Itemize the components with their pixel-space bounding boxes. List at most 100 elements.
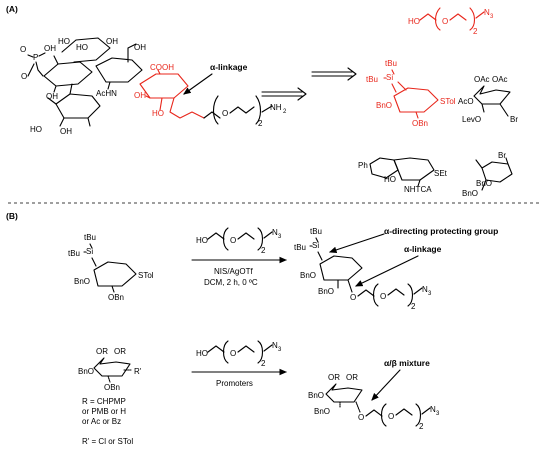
svg-text:BnO: BnO	[318, 287, 334, 296]
svg-text:N: N	[272, 341, 278, 350]
kdo-oh: OH	[134, 91, 146, 100]
rxn1-reagent: HO O 2 N 3	[196, 227, 282, 255]
panel-a-label: (A)	[6, 4, 18, 14]
rxn2-r-def-2: or PMB or H	[82, 407, 126, 416]
svg-text:tBu: tBu	[84, 233, 96, 242]
rxn1-annotation-alpha-arrow	[355, 255, 419, 287]
kdo-cooh: COOH	[150, 63, 174, 72]
svg-text:tBu: tBu	[385, 59, 397, 68]
rxn1-annotation-directing: α-directing protecting group	[384, 226, 498, 236]
rxn2-conditions: Promoters	[216, 379, 253, 388]
rxn2-r-def-3: or Ac or Bz	[82, 417, 121, 426]
svg-text:O: O	[230, 236, 236, 245]
phosphate-oh: OH	[44, 44, 56, 53]
svg-text:O: O	[230, 349, 236, 358]
svg-text:O: O	[358, 413, 364, 422]
rxn2-annotation-mixture-arrow	[371, 369, 401, 401]
svg-text:BnO: BnO	[300, 271, 316, 280]
svg-text:N: N	[484, 8, 490, 17]
panel-b-label: (B)	[6, 211, 18, 221]
svg-text:3: 3	[436, 411, 440, 417]
svg-text:3: 3	[428, 291, 432, 297]
rxn1-conditions-2: DCM, 2 h, 0 ºC	[204, 278, 258, 287]
svg-text:OR: OR	[96, 347, 108, 356]
top-ring-ho: HO	[76, 43, 88, 52]
svg-text:O: O	[380, 292, 386, 301]
linker-nh2: NH	[270, 103, 282, 112]
linker-o: O	[222, 109, 228, 118]
rxn2-rp-def: R' = Cl or STol	[82, 437, 133, 446]
svg-text:Si: Si	[386, 73, 393, 82]
bottom-ring-ho: HO	[30, 125, 42, 134]
rxn1-annotation-directing-arrow	[328, 233, 385, 254]
glucosamine-donor-building-block: Ph SEt HO NHTCA	[358, 157, 448, 194]
svg-text:OAc: OAc	[492, 75, 508, 84]
rxn1-conditions-1: NIS/AgOTf	[214, 267, 253, 276]
phosphate-p: P	[33, 53, 38, 62]
svg-text:R': R'	[134, 367, 142, 376]
svg-text:2: 2	[473, 27, 478, 36]
svg-text:O: O	[388, 412, 394, 421]
svg-text:N: N	[422, 285, 428, 294]
svg-text:BnO: BnO	[308, 391, 324, 400]
svg-text:BnO: BnO	[376, 101, 392, 110]
rxn1-annotation-alpha: α-linkage	[404, 244, 442, 254]
alpha-linkage-arrow	[183, 73, 213, 95]
svg-text:2: 2	[261, 359, 266, 368]
svg-text:N: N	[430, 405, 436, 414]
target-linker: O 2 NH 2	[203, 95, 287, 128]
rxn2-annotation-mixture: α/β mixture	[384, 358, 430, 368]
svg-text:LevO: LevO	[462, 115, 481, 124]
svg-text:AcO: AcO	[458, 97, 474, 106]
rxn2-reagent: HO O 2 N 3	[196, 340, 282, 368]
rxn1-product: tBu tBu Si BnO BnO O O 2 N 3	[294, 227, 432, 311]
target-molecule: P O OH O OH HO HO OH OH AcHN HO OH	[20, 37, 146, 136]
top-ring-oh: HO	[58, 37, 70, 46]
svg-text:BnO: BnO	[314, 407, 330, 416]
top-ring-oh2: OH	[106, 37, 118, 46]
phosphate-o: O	[20, 45, 26, 54]
svg-text:OBn: OBn	[108, 293, 124, 302]
svg-text:2: 2	[419, 422, 424, 431]
svg-text:HO: HO	[384, 175, 396, 184]
svg-text:OAc: OAc	[474, 75, 490, 84]
svg-text:NHTCA: NHTCA	[404, 185, 432, 194]
fucose-donor-building-block: Br BnO BnO	[462, 151, 513, 198]
rxn1-starting-material: tBu tBu Si BnO STol OBn	[68, 233, 154, 302]
svg-text:3: 3	[490, 14, 494, 20]
svg-text:OBn: OBn	[104, 383, 120, 392]
svg-text:Si: Si	[312, 241, 319, 250]
rhamnose-donor-building-block: OAc OAc AcO LevO Br	[458, 75, 518, 124]
svg-text:Si: Si	[86, 247, 93, 256]
svg-text:HO: HO	[408, 17, 420, 26]
rxn2-product: OR OR BnO BnO O O 2 N 3	[308, 373, 440, 431]
svg-text:OR: OR	[328, 373, 340, 382]
svg-text:HO: HO	[196, 236, 208, 245]
svg-text:OBn: OBn	[412, 119, 428, 128]
kdo-ho: HO	[152, 109, 164, 118]
phosphate-ester-o: O	[21, 72, 27, 81]
svg-text:SEt: SEt	[434, 169, 448, 178]
svg-text:BnO: BnO	[74, 277, 90, 286]
svg-text:2: 2	[411, 302, 416, 311]
svg-text:3: 3	[278, 234, 282, 240]
svg-text:STol: STol	[440, 97, 456, 106]
svg-text:tBu: tBu	[366, 75, 378, 84]
alpha-linkage-label: α-linkage	[210, 62, 248, 72]
svg-text:tBu: tBu	[294, 243, 306, 252]
svg-text:O: O	[442, 17, 448, 26]
retrosynthesis-arrows	[261, 67, 357, 101]
kdo-residue: COOH HO OH	[134, 63, 205, 119]
svg-text:STol: STol	[138, 271, 154, 280]
svg-text:3: 3	[278, 347, 282, 353]
svg-text:Br: Br	[498, 151, 506, 160]
svg-text:OR: OR	[114, 347, 126, 356]
svg-text:HO: HO	[196, 349, 208, 358]
svg-text:OR: OR	[346, 373, 358, 382]
glcn-nhac: AcHN	[96, 89, 117, 98]
linker-repeat: 2	[258, 119, 263, 128]
upper-ring-ho: OH	[46, 92, 58, 101]
svg-text:tBu: tBu	[310, 227, 322, 236]
azido-linker-building-block: HO O 2 N 3	[408, 7, 494, 36]
